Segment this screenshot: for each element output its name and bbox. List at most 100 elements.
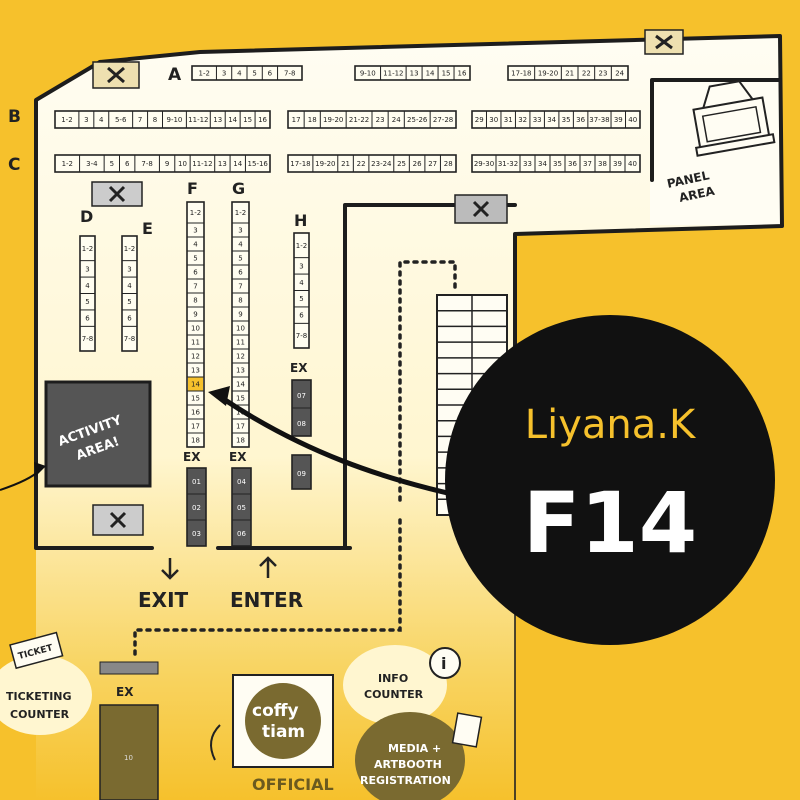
ex-booth-02[interactable]: 02 [192,504,201,512]
booth-c-21[interactable]: 21 [341,160,350,168]
booth-f-10[interactable]: 10 [191,325,200,333]
ex-booth-07[interactable]: 07 [297,392,306,400]
booth-c-22[interactable]: 22 [357,160,366,168]
booth-f-1-2[interactable]: 1-2 [190,209,201,217]
booth-b-3[interactable]: 3 [84,116,88,124]
booth-c-14[interactable]: 14 [233,160,242,168]
booth-b-21-22[interactable]: 21-22 [349,116,369,124]
booth-a-11-12[interactable]: 11-12 [383,70,403,78]
booth-d-1-2[interactable]: 1-2 [82,245,93,253]
booth-c-39[interactable]: 39 [613,160,622,168]
booth-e-6[interactable]: 6 [127,315,132,323]
booth-c-34[interactable]: 34 [538,160,547,168]
booth-c-40[interactable]: 40 [628,160,637,168]
ex-booth-03[interactable]: 03 [192,530,201,538]
booth-e-1-2[interactable]: 1-2 [124,245,135,253]
booth-c-29-30[interactable]: 29-30 [474,160,494,168]
booth-b-33[interactable]: 33 [533,116,542,124]
booth-b-9-10[interactable]: 9-10 [166,116,182,124]
ex-booth-06[interactable]: 06 [237,530,246,538]
booth-c-25[interactable]: 25 [397,160,406,168]
booth-c-15-16[interactable]: 15-16 [248,160,269,168]
booth-a-16[interactable]: 16 [458,70,467,78]
booth-b-15[interactable]: 15 [243,116,252,124]
booth-c-27[interactable]: 27 [428,160,437,168]
booth-c-3-4[interactable]: 3-4 [86,160,98,168]
booth-b-11-12[interactable]: 11-12 [188,116,208,124]
booth-c-26[interactable]: 26 [413,160,422,168]
ex-booth-04[interactable]: 04 [237,478,246,486]
booth-c-33[interactable]: 33 [523,160,532,168]
booth-c-31-32[interactable]: 31-32 [498,160,518,168]
booth-e-4[interactable]: 4 [127,282,132,290]
booth-a-13[interactable]: 13 [410,70,419,78]
booth-a-7-8[interactable]: 7-8 [284,70,295,78]
booth-a-6[interactable]: 6 [268,70,273,78]
booth-g-11[interactable]: 11 [236,339,245,347]
booth-g-1-2[interactable]: 1-2 [235,209,246,217]
booth-c-36[interactable]: 36 [568,160,577,168]
booth-g-9[interactable]: 9 [238,311,242,319]
booth-b-32[interactable]: 32 [518,116,527,124]
booth-g-5[interactable]: 5 [238,255,242,263]
booth-f-5[interactable]: 5 [193,255,197,263]
booth-b-8[interactable]: 8 [153,116,157,124]
booth-b-7[interactable]: 7 [138,116,142,124]
ex-booth-08[interactable]: 08 [297,420,306,428]
booth-d-6[interactable]: 6 [85,315,90,323]
booth-g-15[interactable]: 15 [236,395,245,403]
booth-a-19-20[interactable]: 19-20 [538,70,558,78]
booth-b-1-2[interactable]: 1-2 [61,116,72,124]
ex-booth-09[interactable]: 09 [297,470,306,478]
booth-a-3[interactable]: 3 [222,70,226,78]
booth-f-12[interactable]: 12 [191,353,200,361]
booth-c-7-8[interactable]: 7-8 [141,160,152,168]
booth-f-6[interactable]: 6 [193,269,198,277]
booth-c-28[interactable]: 28 [444,160,453,168]
booth-f-7[interactable]: 7 [193,283,197,291]
booth-b-34[interactable]: 34 [547,116,556,124]
booth-b-37-38[interactable]: 37-38 [589,116,609,124]
booth-b-35[interactable]: 35 [562,116,571,124]
booth-f-11[interactable]: 11 [191,339,200,347]
booth-b-30[interactable]: 30 [489,116,498,124]
booth-a-15[interactable]: 15 [442,70,451,78]
booth-c-10[interactable]: 10 [178,160,187,168]
booth-d-4[interactable]: 4 [85,282,90,290]
ex-booth-05[interactable]: 05 [237,504,246,512]
booth-a-24[interactable]: 24 [615,70,624,78]
booth-h-1-2[interactable]: 1-2 [296,242,307,250]
booth-f-18[interactable]: 18 [191,437,200,445]
booth-h-3[interactable]: 3 [299,262,303,270]
booth-g-17[interactable]: 17 [236,423,245,431]
booth-c-5[interactable]: 5 [110,160,114,168]
booth-c-17-18[interactable]: 17-18 [290,160,310,168]
booth-a-21[interactable]: 21 [565,70,574,78]
booth-b-13[interactable]: 13 [213,116,222,124]
booth-g-13[interactable]: 13 [236,367,245,375]
booth-g-10[interactable]: 10 [236,325,245,333]
booth-g-4[interactable]: 4 [238,241,243,249]
booth-d-3[interactable]: 3 [85,265,89,273]
booth-h-4[interactable]: 4 [299,279,304,287]
booth-f-3[interactable]: 3 [193,227,197,235]
booth-b-14[interactable]: 14 [228,116,237,124]
booth-c-19-20[interactable]: 19-20 [315,160,335,168]
booth-g-18[interactable]: 18 [236,437,245,445]
booth-a-1-2[interactable]: 1-2 [199,70,210,78]
booth-b-18[interactable]: 18 [308,116,317,124]
booth-f-9[interactable]: 9 [193,311,197,319]
booth-g-14[interactable]: 14 [236,381,245,389]
booth-c-37[interactable]: 37 [583,160,592,168]
booth-a-9-10[interactable]: 9-10 [360,70,376,78]
booth-f-16[interactable]: 16 [191,409,200,417]
booth-b-25-26[interactable]: 25-26 [407,116,428,124]
booth-e-7-8[interactable]: 7-8 [124,335,135,343]
booth-b-31[interactable]: 31 [504,116,513,124]
booth-b-19-20[interactable]: 19-20 [323,116,343,124]
booth-d-7-8[interactable]: 7-8 [82,335,93,343]
booth-f-14[interactable]: 14 [191,381,200,389]
booth-b-29[interactable]: 29 [475,116,484,124]
booth-b-5-6[interactable]: 5-6 [115,116,127,124]
booth-b-27-28[interactable]: 27-28 [433,116,453,124]
